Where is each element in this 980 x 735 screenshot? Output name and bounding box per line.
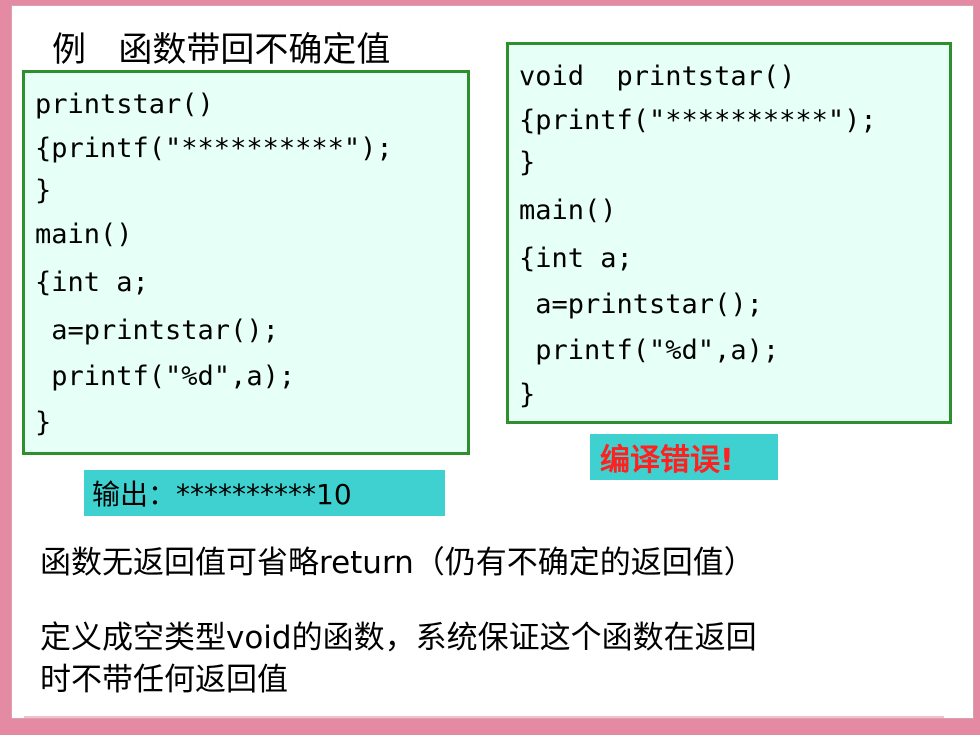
footer-divider	[24, 716, 944, 718]
code-line: printf("%d",a);	[519, 335, 780, 366]
code-line: printf("%d",a);	[35, 361, 296, 392]
code-line: void printstar()	[519, 61, 796, 92]
code-line: a=printstar();	[519, 289, 763, 320]
code-box-printstar-no-type: printstar() {printf("**********"); } mai…	[22, 70, 470, 455]
code-line: }	[519, 147, 536, 178]
note-return-omitted: 函数无返回值可省略return（仍有不确定的返回值）	[40, 545, 755, 581]
code-line: a=printstar();	[35, 315, 279, 346]
code-line: main()	[35, 219, 133, 250]
code-line: }	[35, 407, 52, 438]
code-line: main()	[519, 195, 617, 226]
code-line: {int a;	[35, 267, 149, 298]
slide-title: 例 函数带回不确定值	[52, 30, 391, 70]
compile-error-label: 编译错误!	[590, 434, 778, 480]
code-line: {printf("**********");	[519, 105, 877, 136]
note-void-definition: 定义成空类型void的函数，系统保证这个函数在返回	[40, 620, 757, 656]
code-line: printstar()	[35, 89, 214, 120]
code-line: }	[519, 379, 536, 410]
code-line: {int a;	[519, 243, 633, 274]
code-box-printstar-void: void printstar() {printf("**********"); …	[506, 42, 952, 424]
code-line: }	[35, 175, 52, 206]
output-label: 输出：**********10	[84, 470, 445, 516]
code-line: {printf("**********");	[35, 133, 393, 164]
note-void-definition-cont: 时不带任何返回值	[40, 662, 288, 698]
